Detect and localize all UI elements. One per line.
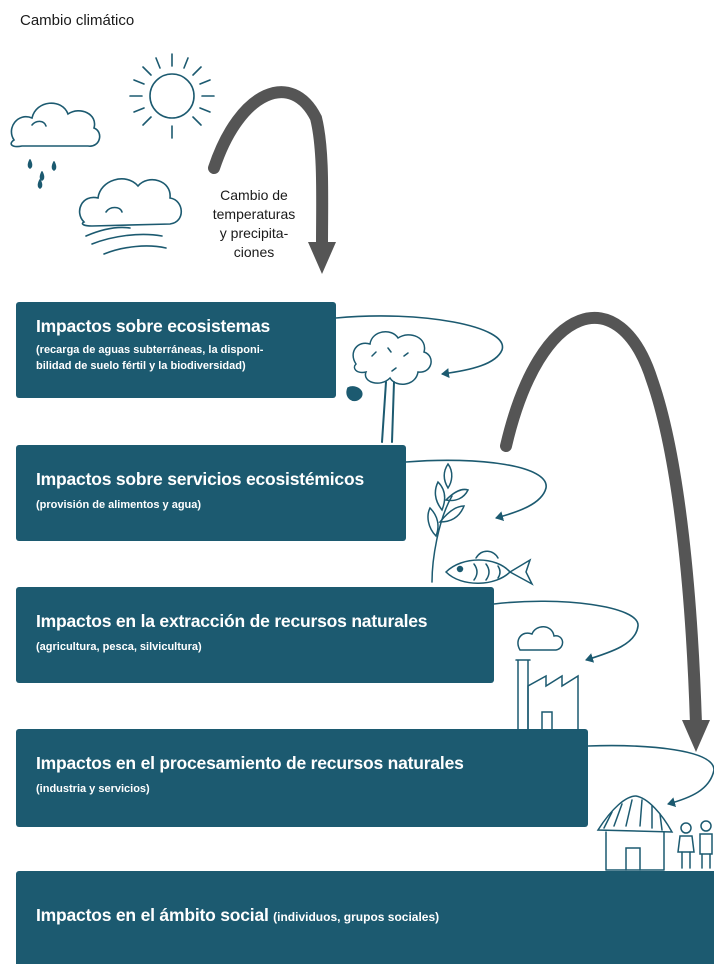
cause-label: Cambio de temperaturas y precipita- cion…	[196, 186, 312, 262]
impact-heading: Impactos en la extracción de recursos na…	[36, 611, 428, 631]
impact-box-social: Impactos en el ámbito social (individuos…	[16, 871, 714, 964]
cloud-rain-icon	[10, 102, 101, 189]
impact-detail-line: bilidad de suelo fértil y la biodiversid…	[36, 360, 246, 372]
climate-arrow	[208, 86, 336, 274]
people-icon	[677, 820, 713, 869]
cloud-wind-icon	[78, 178, 183, 255]
factory-icon	[515, 626, 579, 731]
impact-box-resource-extraction: Impactos en la extracción de recursos na…	[16, 587, 494, 683]
cause-label-line: y precipita-	[219, 225, 289, 241]
impact-heading: Impactos en el procesamiento de recursos…	[36, 753, 464, 773]
impact-detail: (provisión de alimentos y agua)	[36, 499, 202, 511]
arrow-3	[493, 600, 639, 663]
tree-icon	[346, 331, 432, 443]
impact-detail: (agricultura, pesca, silvicultura)	[36, 641, 202, 653]
wheat-icon	[427, 462, 470, 583]
sun-icon	[129, 53, 215, 139]
impact-detail: (individuos, grupos sociales)	[273, 910, 440, 924]
arrow-2	[405, 459, 547, 521]
impact-heading: Impactos sobre servicios ecosistémicos	[36, 469, 364, 489]
diagram-title: Cambio climático	[20, 12, 135, 29]
impact-box-resource-processing: Impactos en el procesamiento de recursos…	[16, 729, 588, 827]
impact-heading: Impactos sobre ecosistemas	[36, 316, 271, 336]
fish-icon	[444, 550, 534, 586]
cause-label-line: ciones	[233, 244, 275, 260]
impact-box-ecosystems: Impactos sobre ecosistemas (recarga de a…	[16, 302, 336, 398]
impact-detail: (industria y servicios)	[36, 783, 150, 795]
arrow-4	[587, 744, 714, 807]
impact-box-ecosystem-services: Impactos sobre servicios ecosistémicos (…	[16, 445, 406, 541]
hut-icon	[596, 795, 674, 871]
cause-label-line: Cambio de	[220, 187, 288, 203]
impact-detail: (recarga de aguas subterráneas, la dispo…	[36, 342, 336, 374]
feedback-arrow	[500, 311, 710, 752]
cause-label-line: temperaturas	[212, 206, 296, 222]
impact-line: Impactos en el ámbito social (individuos…	[36, 905, 439, 926]
impact-heading: Impactos en el ámbito social	[36, 905, 269, 925]
arrow-1	[335, 315, 504, 379]
impact-detail-line: (recarga de aguas subterráneas, la dispo…	[36, 344, 264, 356]
